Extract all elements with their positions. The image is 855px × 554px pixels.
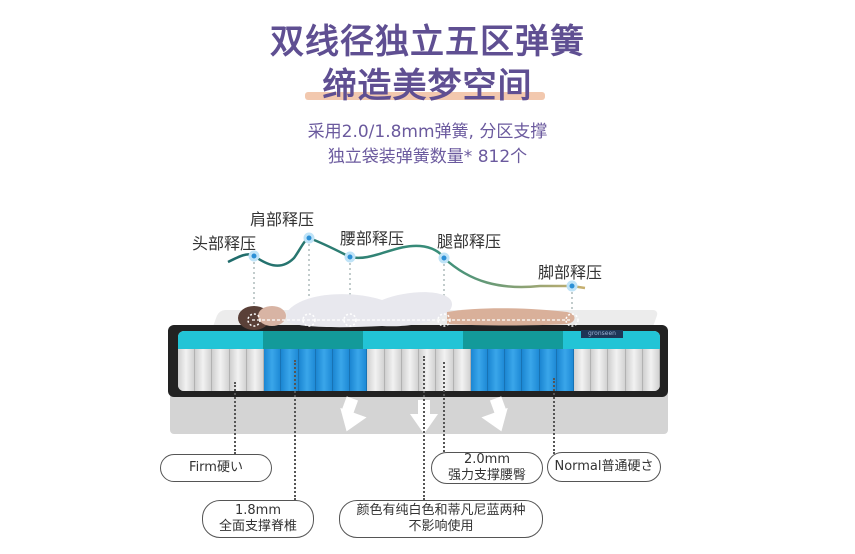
zone-label-foot: 脚部释压	[538, 263, 603, 282]
spec-line-2: 独立袋装弹簧数量* 812个	[327, 147, 528, 167]
zone-label-shoulder: 肩部释压	[250, 210, 315, 229]
callout-18mm-line1: 1.8mm	[234, 503, 281, 518]
callout-firm-text: Firm硬い	[189, 460, 243, 475]
connector-color-note	[423, 356, 425, 500]
callout-normal: Normal普通硬さ	[547, 452, 661, 482]
connector-20mm	[443, 362, 445, 452]
callout-20mm: 2.0mm 强力支撑腰臀	[431, 452, 543, 484]
zone-label-head: 头部释压	[192, 234, 257, 253]
spec-line-1: 采用2.0/1.8mm弹簧, 分区支撑	[307, 122, 548, 142]
foam-zone-3	[363, 331, 463, 349]
title-underline	[305, 92, 545, 100]
pressure-arrow-3	[481, 396, 515, 437]
connector-firm	[234, 382, 236, 454]
callout-color-note-line2: 不影响使用	[408, 519, 474, 534]
callout-18mm: 1.8mm 全面支撑脊椎	[202, 500, 314, 538]
callout-18mm-line2: 全面支撑脊椎	[218, 519, 297, 534]
spring-coils	[178, 349, 660, 391]
foam-zone-2	[263, 331, 363, 349]
connector-normal	[553, 378, 555, 454]
connector-18mm	[294, 360, 296, 500]
brand-tag: gronseen	[581, 330, 623, 338]
callout-color-note: 颜色有纯白色和蒂凡尼蓝两种 不影响使用	[339, 500, 543, 538]
callout-normal-text: Normal普通硬さ	[554, 459, 654, 474]
callout-20mm-line1: 2.0mm	[463, 452, 510, 467]
callout-20mm-line2: 强力支撑腰臀	[447, 468, 526, 483]
foam-zone-1	[178, 331, 263, 349]
page-subtitle-heading: 缔造美梦空间	[322, 66, 533, 106]
foam-zone-4	[463, 331, 563, 349]
callout-color-note-line1: 颜色有纯白色和蒂凡尼蓝两种	[356, 503, 526, 518]
mattress-cross-section	[178, 331, 660, 391]
callout-firm: Firm硬い	[160, 454, 272, 482]
page-title: 双线径独立五区弹簧	[270, 22, 585, 62]
zone-label-waist: 腰部释压	[340, 229, 405, 248]
pressure-arrow-1	[333, 396, 367, 437]
zone-label-leg: 腿部释压	[437, 232, 502, 251]
sleeping-person-illustration	[238, 292, 579, 330]
